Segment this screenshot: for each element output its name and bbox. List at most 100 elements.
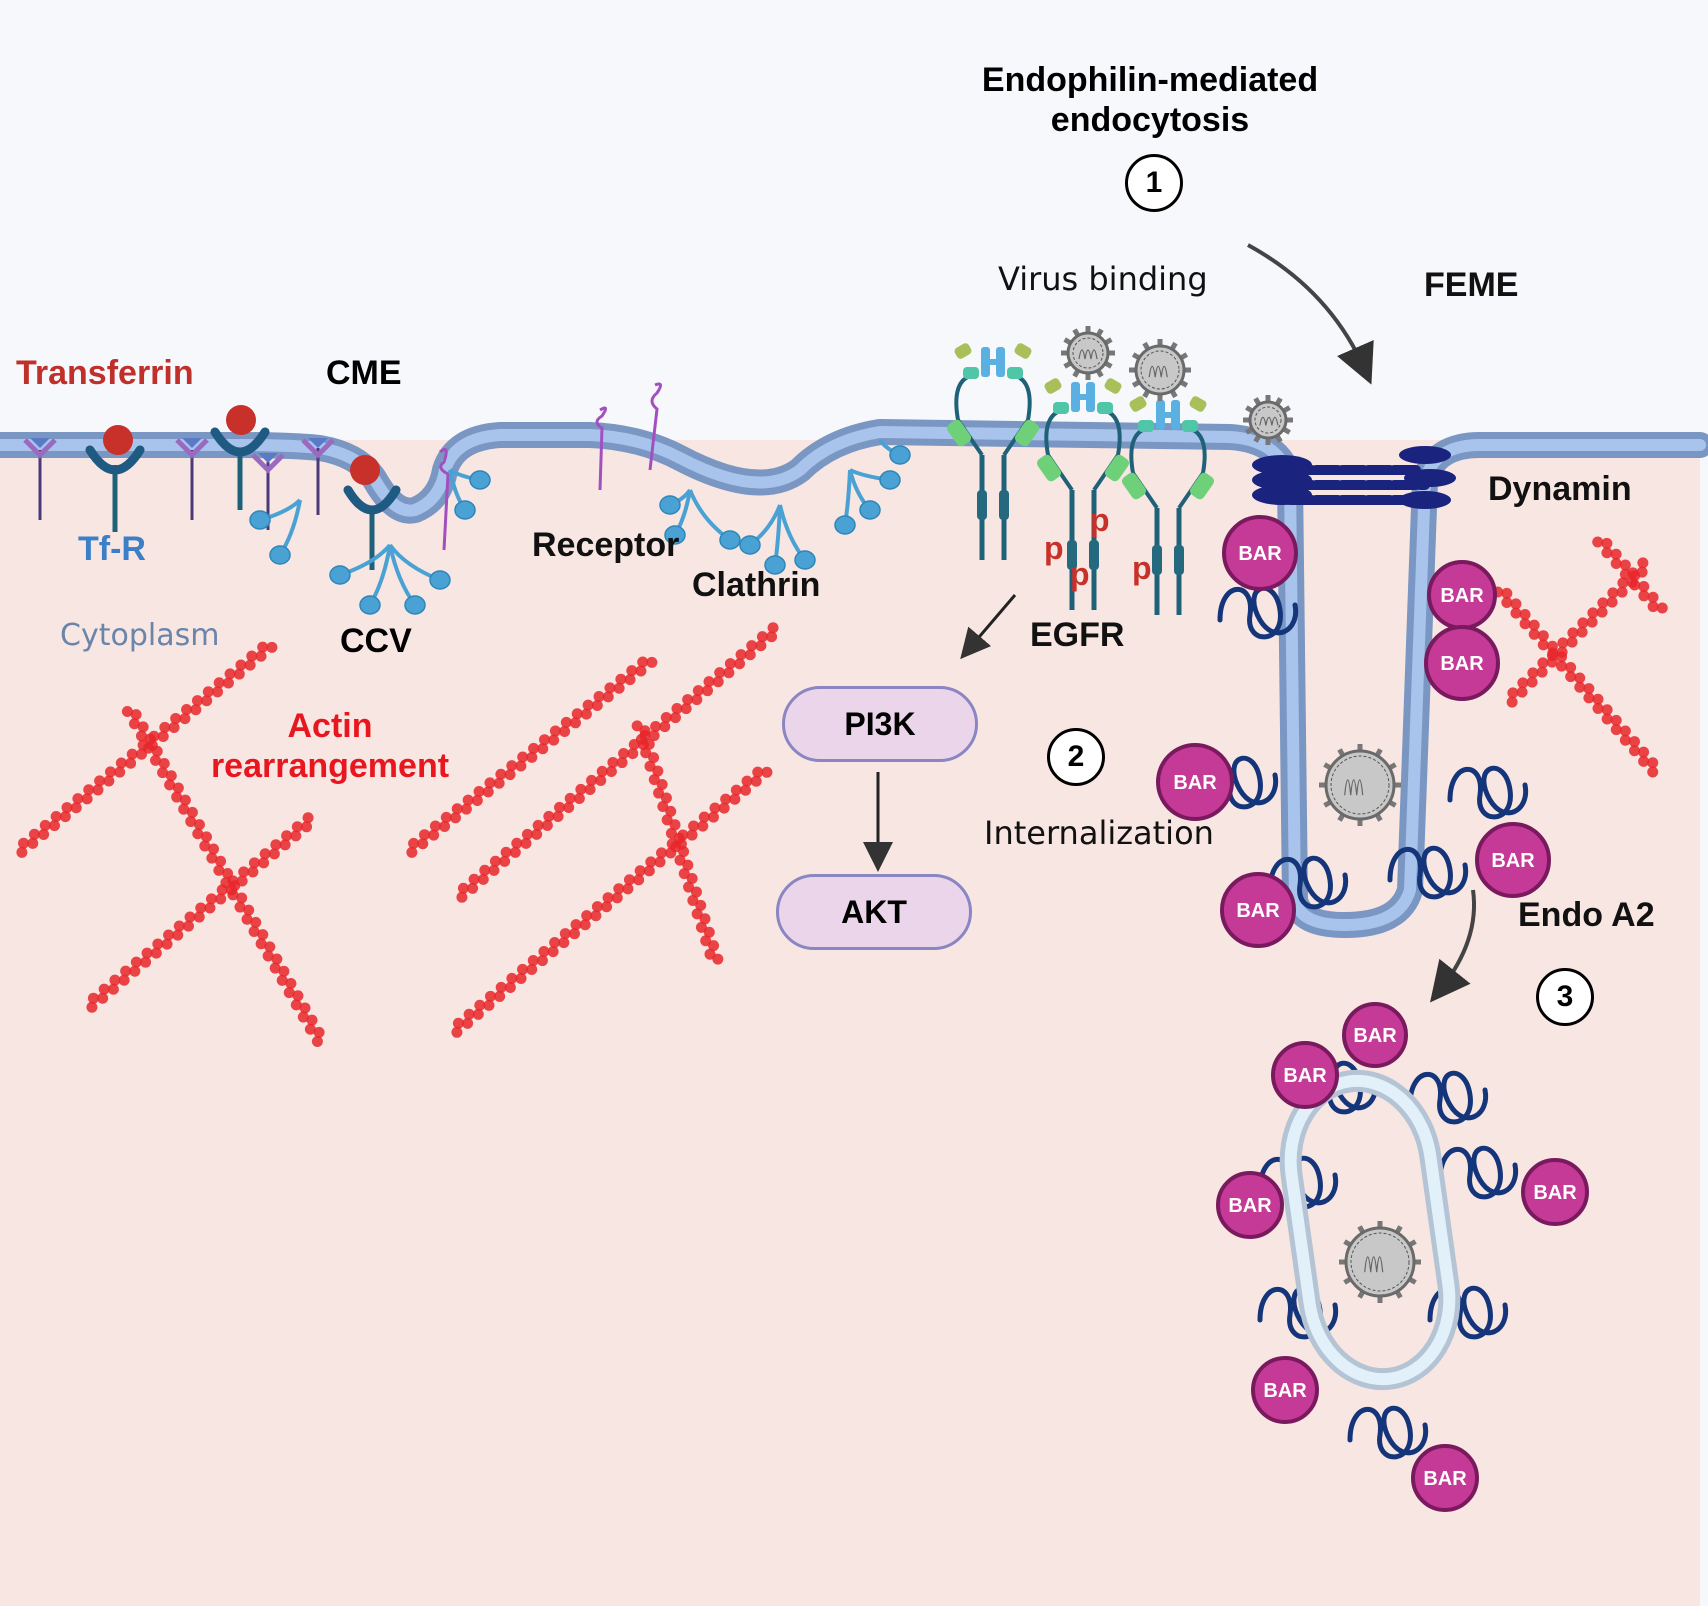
purple-receptor-coiled: [439, 448, 450, 551]
clathrin-coat: [249, 438, 911, 615]
bar-domain-label: BAR: [1173, 772, 1217, 794]
actin-filament: [406, 656, 658, 858]
actin-label-line-1: Actin: [287, 707, 373, 745]
clathrin-triskelion: [448, 468, 491, 520]
phospho-mark: p: [1070, 556, 1090, 592]
virus-particle-internalized: [1319, 744, 1401, 826]
clathrin-triskelion: [329, 543, 451, 615]
title-line-1: Endophilin-mediated: [981, 61, 1319, 99]
transferrin-molecule: [103, 425, 133, 455]
bar-domain: BAR: [1427, 560, 1497, 630]
actin-label-line-2: rearrangement: [210, 747, 450, 785]
bar-domain-label: BAR: [1228, 1195, 1272, 1217]
bar-domain: BAR: [1251, 1356, 1319, 1424]
egfr-dimer-phosphorylated: [1121, 396, 1215, 615]
bar-domain-label: BAR: [1440, 585, 1484, 607]
cme-label: CME: [326, 354, 402, 392]
tf-receptor: [210, 405, 270, 510]
bar-domain: BAR: [1342, 1002, 1408, 1068]
step-3-badge: 3: [1536, 968, 1594, 1026]
bar-domain-label: BAR: [1353, 1025, 1397, 1047]
endophilin-coils: [1197, 585, 1529, 1460]
bar-domain-label: BAR: [1491, 850, 1535, 872]
virus-particle: [1243, 395, 1293, 445]
endophilin-coil: [1447, 765, 1529, 820]
bar-domain: BAR: [1411, 1444, 1479, 1512]
bar-domain: BAR: [1521, 1158, 1589, 1226]
bar-domain-label: BAR: [1236, 900, 1280, 922]
actin-filament: [16, 641, 278, 858]
actin-filament: [1592, 536, 1668, 614]
vesicle-release-arrow: [1430, 889, 1476, 1003]
step-1-badge: 1: [1125, 154, 1183, 212]
purple-receptor: [23, 438, 57, 520]
phospho-mark: p: [1132, 550, 1152, 586]
phospho-mark: p: [1044, 530, 1064, 566]
bar-domain-label: BAR: [1263, 1380, 1307, 1402]
bar-domain-label: BAR: [1440, 653, 1484, 675]
purple-receptor: [301, 438, 335, 515]
transferrin-label: Transferrin: [16, 354, 194, 392]
endophilin-coil: [1347, 1405, 1429, 1460]
tf-receptor: [85, 425, 145, 532]
endophilin-coil: [1437, 1145, 1519, 1200]
egfr-dimer-phosphorylated: [1036, 378, 1130, 610]
clathrin-triskelion: [878, 438, 911, 465]
virus-particle: [1129, 339, 1191, 401]
dynamin-ring: [1252, 446, 1456, 509]
feme-arrow: [1247, 243, 1374, 385]
internalization-label: Internalization: [984, 814, 1214, 852]
title-line-2: endocytosis: [1050, 101, 1250, 139]
egfr-receptors: [946, 343, 1215, 615]
clathrin-triskelion: [249, 498, 302, 565]
bar-domain: BAR: [1271, 1041, 1339, 1109]
endo-a2-label: Endo A2: [1518, 896, 1655, 934]
clathrin-label: Clathrin: [692, 566, 821, 604]
ccv-label: CCV: [340, 622, 412, 660]
egfr-label: EGFR: [1030, 616, 1125, 654]
cytoplasm-label: Cytoplasm: [60, 618, 220, 653]
transferrin-molecule: [226, 405, 256, 435]
virus-particle: [1061, 326, 1115, 380]
akt-node: AKT: [776, 874, 972, 950]
bar-domain: BAR: [1216, 1171, 1284, 1239]
bar-domain-label: BAR: [1238, 543, 1282, 565]
actin-filaments: [16, 536, 1668, 1047]
actin-filament: [86, 812, 314, 1013]
actin-rearrangement-label: Actin rearrangement: [190, 706, 470, 786]
phospho-mark: p: [1090, 502, 1110, 538]
actin-filament: [451, 766, 773, 1038]
actin-filament: [456, 622, 779, 903]
virus-binding-label: Virus binding: [998, 260, 1208, 298]
bar-domain: BAR: [1475, 822, 1551, 898]
endophilin-coil: [1267, 855, 1349, 910]
clathrin-triskelion: [739, 504, 816, 575]
egfr-dimer-unbound: [946, 343, 1040, 560]
bar-domain: BAR: [1156, 743, 1234, 821]
endophilin-coil: [1217, 585, 1299, 640]
dynamin-label: Dynamin: [1488, 470, 1632, 508]
tf-r-label: Tf-R: [78, 530, 146, 568]
bar-domain-label: BAR: [1533, 1182, 1577, 1204]
bar-domain: BAR: [1424, 625, 1500, 701]
bar-domain: BAR: [1222, 515, 1298, 591]
receptor-proteins: [595, 382, 662, 491]
endophilin-coil: [1407, 1070, 1489, 1125]
purple-receptor: [175, 438, 209, 520]
clathrin-triskelion: [834, 468, 901, 535]
tf-receptor-group: [23, 405, 450, 570]
endophilin-coil: [1387, 845, 1469, 900]
pi3k-node: PI3K: [782, 686, 978, 762]
bar-domains: BAR BAR BAR BAR BAR BAR BAR BAR BAR BAR BAR BAR: [1156, 515, 1589, 1512]
virus-particle-in-vesicle: [1339, 1221, 1421, 1303]
feme-label: FEME: [1424, 266, 1519, 304]
bar-domain-label: BAR: [1283, 1065, 1327, 1087]
virus-particles: [1061, 326, 1421, 1303]
bar-domain: BAR: [1220, 872, 1296, 948]
egfr-to-pi3k-arrow: [960, 594, 1017, 660]
transferrin-molecule: [350, 455, 380, 485]
endocytic-vesicle: [1279, 1069, 1461, 1391]
diagram-title: Endophilin-mediated endocytosis: [940, 60, 1360, 140]
